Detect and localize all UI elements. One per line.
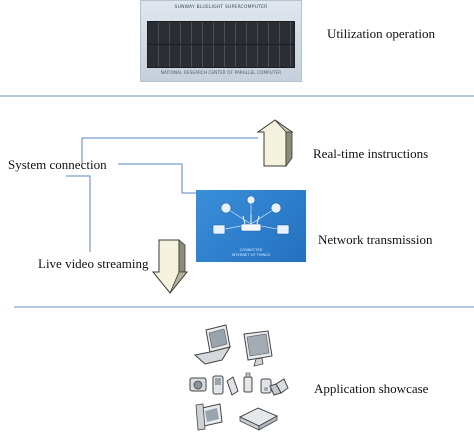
up-arrow-icon xyxy=(256,119,294,168)
device-node-icon xyxy=(246,195,256,205)
label-live-video-streaming: Live video streaming xyxy=(38,256,149,271)
label-realtime-instructions: Real-time instructions xyxy=(313,146,429,161)
speaker-icon xyxy=(269,378,289,396)
rack-row-bottom xyxy=(147,44,295,68)
laptop-icon xyxy=(193,324,232,365)
mobile-phone-icon xyxy=(226,376,239,396)
down-arrow-icon xyxy=(151,239,189,294)
connector-to-network xyxy=(118,163,198,194)
usb-drive-icon xyxy=(243,372,253,393)
connector-to-realtime xyxy=(81,137,258,164)
label-utilization-operation: Utilization operation xyxy=(327,26,435,41)
label-system-connection: System connection xyxy=(8,157,107,172)
network-image: CONNECTED INTERNET OF THINGS xyxy=(196,190,306,262)
supercomputer-footer: NATIONAL RESEARCH CENTER OF PARALLEL COM… xyxy=(160,70,282,75)
label-application-showcase: Application showcase xyxy=(314,381,429,396)
device-node-icon xyxy=(270,202,282,214)
network-caption-line1: CONNECTED xyxy=(239,248,263,253)
device-node-icon xyxy=(220,202,232,214)
workstation-icon xyxy=(195,403,223,431)
device-node-icon xyxy=(212,224,226,235)
device-node-icon xyxy=(276,224,290,235)
network-graphic xyxy=(212,195,290,235)
camera-icon xyxy=(189,377,207,392)
supercomputer-image: SUNWAY BLUELIGHT SUPERCOMPUTER NATIONAL … xyxy=(140,0,302,82)
scanner-icon xyxy=(238,407,279,431)
supercomputer-title: SUNWAY BLUELIGHT SUPERCOMPUTER xyxy=(174,5,268,10)
router-icon xyxy=(240,215,262,232)
network-caption-line2: INTERNET OF THINGS xyxy=(231,252,271,257)
rack-row-top xyxy=(147,21,295,45)
connector-to-video xyxy=(66,175,91,252)
label-network-transmission: Network transmission xyxy=(318,232,433,247)
phone-icon xyxy=(212,375,224,395)
network-caption: CONNECTED INTERNET OF THINGS xyxy=(196,248,306,257)
monitor-icon xyxy=(243,330,273,367)
